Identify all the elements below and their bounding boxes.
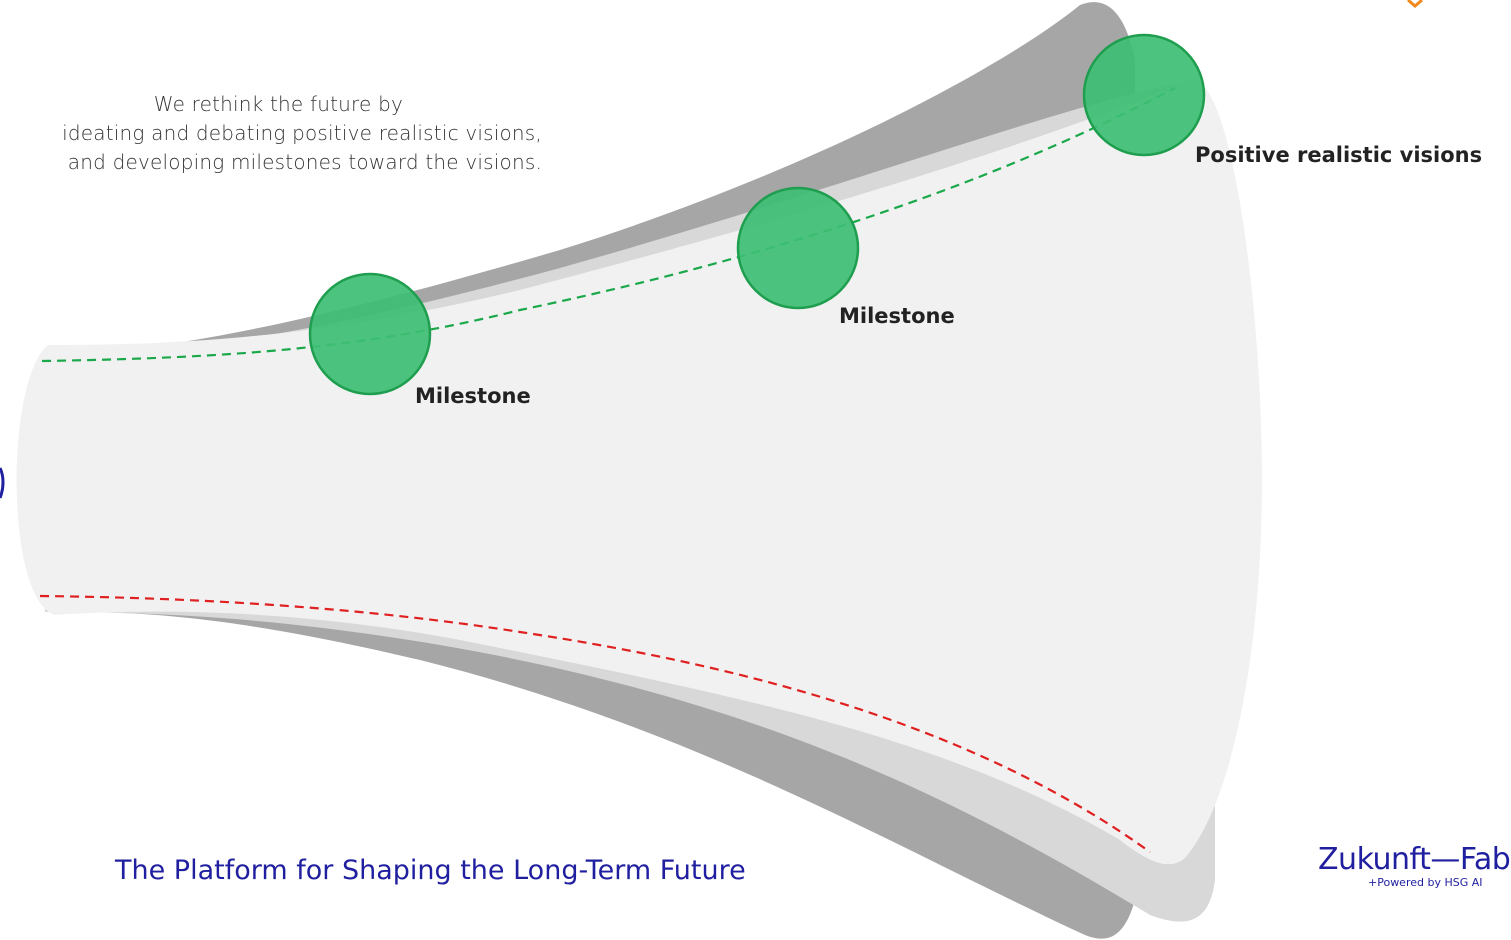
intro-line-1: We rethink the future by bbox=[153, 92, 403, 116]
navy-arc-fragment bbox=[0, 467, 5, 499]
milestone-label-1: Milestone bbox=[415, 384, 531, 408]
positive-future-path bbox=[41, 87, 1176, 363]
funnel-front-layer bbox=[16, 79, 1262, 865]
logo-brand-text: Zukunft—Fabr bbox=[1318, 842, 1511, 877]
intro-text: We rethink the future by ideating and de… bbox=[0, 90, 542, 177]
vision-circle bbox=[1082, 33, 1206, 157]
logo-powered-by-text: +Powered by HSG AI bbox=[1368, 876, 1483, 889]
platform-tagline: The Platform for Shaping the Long-Term F… bbox=[115, 855, 746, 886]
milestone-circle bbox=[308, 272, 432, 396]
orange-accent-fragment bbox=[1407, 0, 1423, 8]
milestone-circle bbox=[736, 186, 860, 310]
intro-line-2: ideating and debating positive realistic… bbox=[62, 121, 542, 145]
milestone-label-2: Milestone bbox=[839, 304, 955, 328]
intro-line-3: and developing milestones toward the vis… bbox=[67, 150, 542, 174]
vision-label: Positive realistic visions bbox=[1195, 143, 1483, 167]
negative-future-path bbox=[39, 594, 1151, 853]
zukunft-fabrik-logo[interactable]: Zukunft—Fabr +Powered by HSG AI bbox=[1318, 843, 1511, 889]
